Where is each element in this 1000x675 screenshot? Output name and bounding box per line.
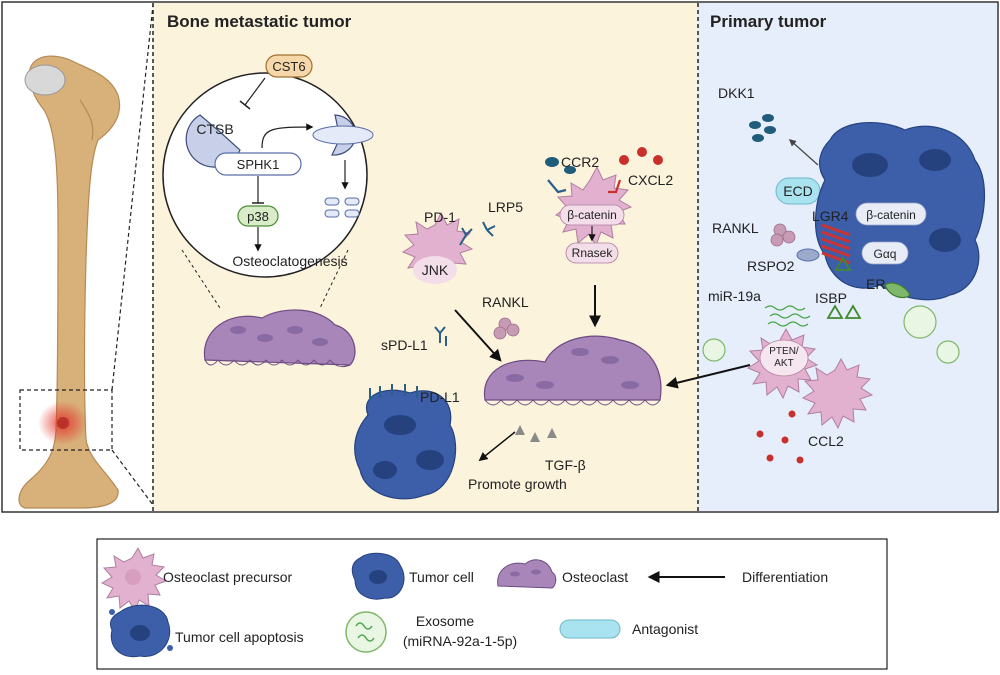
rspo2-molecule <box>796 248 820 262</box>
cxcl2-ligand <box>608 147 663 194</box>
legend-exosome-label: Exosome <box>416 613 475 629</box>
legend-osteoclast-label: Osteoclast <box>562 569 628 585</box>
legend-antagonist-label: Antagonist <box>632 621 698 637</box>
tumor-cells-bone <box>354 384 457 500</box>
zoom-box <box>19 389 113 451</box>
osteoclastogenesis-label: Osteoclatogenesis <box>232 253 347 269</box>
legend-tumor-icon <box>351 552 405 600</box>
pten-akt-label-1: PTEN/ <box>769 346 799 357</box>
mir19a-label: miR-19a <box>708 288 761 304</box>
p38-node <box>237 205 279 227</box>
lrp5-label: LRP5 <box>488 199 523 215</box>
osteoclast-inset <box>203 309 356 368</box>
pten-akt-label-2: AKT <box>774 358 793 369</box>
arrow-primary-to-osteoclast <box>665 364 751 389</box>
legend-antagonist-icon <box>559 619 621 639</box>
osteoclast-precursor-jnk: JNK <box>401 211 474 284</box>
tgfb-label: TGF-β <box>545 457 586 473</box>
arrow-jnk-to-osteoclast <box>454 309 502 362</box>
bone-panel-title: Bone metastatic tumor <box>167 12 352 31</box>
rspo2-label: RSPO2 <box>747 258 795 274</box>
spdl1-molecule <box>434 326 447 346</box>
lgr4-receptor <box>821 223 851 265</box>
ecd-label: ECD <box>783 183 813 199</box>
rnasek-label: Rnasek <box>572 246 614 260</box>
lgr4-label: LGR4 <box>812 208 849 224</box>
femur-illustration <box>18 4 154 509</box>
sphk1-label: SPHK1 <box>237 157 280 172</box>
ccl2-label: CCL2 <box>808 433 844 449</box>
legend-tumor-label: Tumor cell <box>409 569 474 585</box>
legend-precursor-label: Osteoclast precursor <box>163 569 292 585</box>
pd1-label: PD-1 <box>424 209 456 225</box>
degraded-fragments <box>324 197 360 218</box>
promote-growth-label: Promote growth <box>468 476 567 492</box>
jnk-label: JNK <box>422 262 449 278</box>
beta-catenin-bone-label: β-catenin <box>567 208 617 222</box>
p38-label: p38 <box>247 209 269 224</box>
pdl1-label: PD-L1 <box>420 389 460 405</box>
spdl1-label: sPD-L1 <box>381 337 428 353</box>
cst6-node <box>265 54 313 78</box>
cst6-label: CST6 <box>272 59 305 74</box>
inset-circle: CST6 CTSB SPHK1 p38 Osteoclatogenesis <box>162 54 374 309</box>
pd1-receptor <box>459 227 473 246</box>
legend-osteoclast-icon <box>497 559 557 589</box>
legend-apoptosis-label: Tumor cell apoptosis <box>175 629 304 645</box>
legend-differentiation-label: Differentiation <box>742 569 828 585</box>
exosomes-primary <box>702 305 960 364</box>
sphk1-node <box>214 152 302 176</box>
ccr2-receptor <box>545 157 576 194</box>
gaq-label: Gαq <box>874 247 897 261</box>
legend-exosome-icon <box>345 611 387 653</box>
osteoclast-central <box>483 335 662 406</box>
dkk1-label: DKK1 <box>718 85 755 101</box>
ctsb-label: CTSB <box>196 121 233 137</box>
tgfb-molecules <box>515 425 557 442</box>
ccr2-label: CCR2 <box>561 154 599 170</box>
arrow-tgfb-to-tumor <box>478 431 516 462</box>
ccl2-ligand <box>756 410 804 464</box>
mir19a-strands <box>764 305 811 327</box>
er-receptor <box>884 282 911 299</box>
legend-box: Osteoclast precursor Tumor cell Osteocla… <box>96 538 888 670</box>
osteoclast-precursor-catenin: β-catenin Rnasek <box>554 165 633 264</box>
dkk1-molecules <box>749 114 776 142</box>
isbp-molecules <box>826 256 862 319</box>
cxcl2-label: CXCL2 <box>628 172 673 188</box>
primary-panel-title: Primary tumor <box>710 12 827 31</box>
lrp5-receptor <box>482 221 496 237</box>
rankl-primary-label: RANKL <box>712 220 759 236</box>
legend-exosome-sub-label: (miRNA-92a-1-5p) <box>403 633 517 649</box>
legend-apoptosis-icon <box>109 604 173 658</box>
isbp-label: ISBP <box>815 290 847 306</box>
rankl-primary-molecule <box>770 223 796 247</box>
beta-catenin-primary-label: β-catenin <box>866 208 916 222</box>
osteoclast-precursor-pten: PTEN/ AKT <box>746 327 874 430</box>
er-label: ER <box>866 276 885 292</box>
rankl-bone-label: RANKL <box>482 294 529 310</box>
rankl-bone-molecule <box>493 317 520 340</box>
